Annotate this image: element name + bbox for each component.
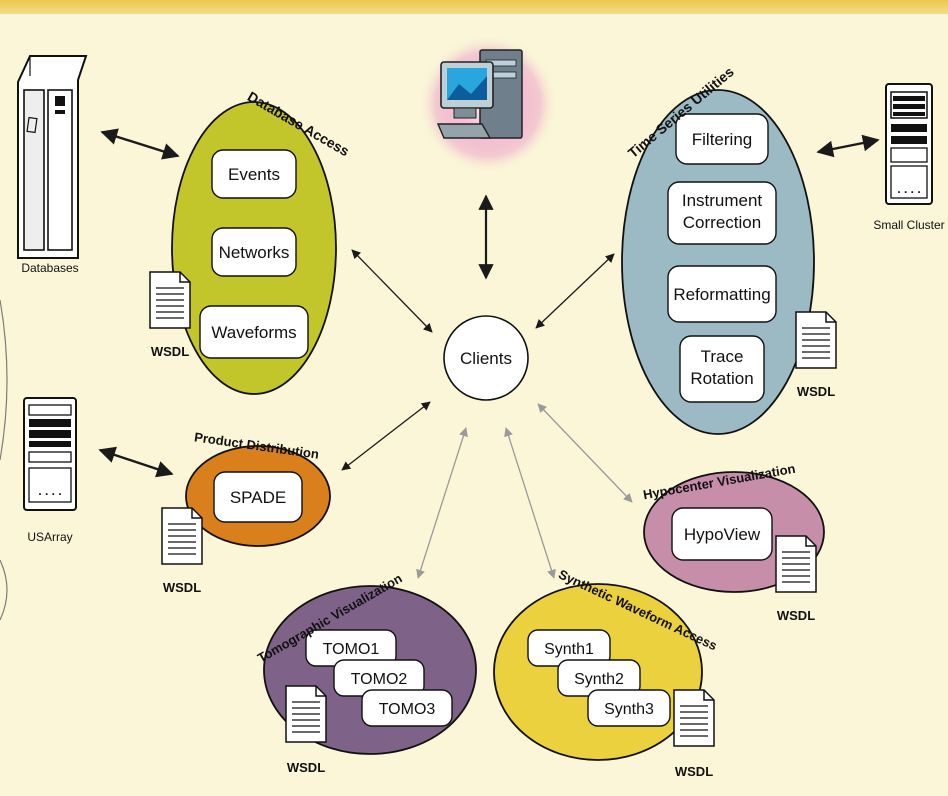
item-box <box>211 149 297 199</box>
item-filtering: Filtering <box>692 130 752 149</box>
item-events: Events <box>228 165 280 184</box>
wsdl-label: WSDL <box>163 580 201 595</box>
wsdl-label: WSDL <box>797 384 835 399</box>
database-access-group <box>171 101 337 395</box>
item-waveforms: Waveforms <box>211 323 296 342</box>
item-box <box>667 181 777 245</box>
svg-text:. . . .: . . . . <box>38 484 61 498</box>
computer-icon <box>418 34 558 174</box>
synthetic-group <box>493 583 703 761</box>
time-series-ellipse <box>621 89 815 435</box>
item-box <box>675 113 769 165</box>
item-hypoview: HypoView <box>684 525 761 544</box>
wsdl-document-icon <box>161 507 203 565</box>
item-box <box>587 689 671 727</box>
wsdl-label: WSDL <box>287 760 325 775</box>
item-synth1: Synth1 <box>544 641 594 658</box>
usarray-icon: . . . . <box>23 397 77 511</box>
product-distribution-group <box>185 445 331 547</box>
item-reformatting: Reformatting <box>673 285 770 304</box>
edge-curve <box>0 299 8 461</box>
item-box <box>671 507 773 561</box>
wsdl-label: WSDL <box>151 344 189 359</box>
arrow-usarray <box>98 446 174 478</box>
small-cluster-icon: . . . . <box>885 83 933 205</box>
clients-node <box>443 315 529 401</box>
arrow-databases <box>100 128 180 160</box>
item-tomo1: TOMO1 <box>323 641 380 658</box>
top-band <box>0 0 948 14</box>
svg-text:. . . .: . . . . <box>897 182 920 196</box>
arrow-small-cluster <box>816 134 880 158</box>
wsdl-label: WSDL <box>777 608 815 623</box>
item-box <box>361 689 453 727</box>
wsdl-label: WSDL <box>675 764 713 779</box>
wsdl-document-icon <box>673 689 715 747</box>
item-tomo3: TOMO3 <box>379 701 436 718</box>
item-box <box>213 471 303 523</box>
wsdl-document-icon <box>149 271 191 329</box>
item-box <box>667 265 777 323</box>
wsdl-document-icon <box>285 685 327 743</box>
item-networks: Networks <box>219 243 290 262</box>
arrow-product-distribution <box>341 401 431 471</box>
arrow-synthetic <box>504 427 556 579</box>
item-box <box>199 305 309 359</box>
item-box <box>211 227 297 277</box>
usarray-label: USArray <box>27 530 72 544</box>
item-synth3: Synth3 <box>604 701 654 718</box>
arrow-time-series <box>535 253 615 329</box>
time-series-group <box>621 89 815 435</box>
item-synth2: Synth2 <box>574 671 624 688</box>
item-spade: SPADE <box>230 488 286 507</box>
arrow-hypocenter <box>537 403 633 503</box>
arrow-database-access <box>351 249 433 333</box>
wsdl-document-icon <box>775 535 817 593</box>
edge-curve <box>0 559 8 621</box>
databases-label: Databases <box>21 261 78 275</box>
arrow-tomographic <box>416 427 468 579</box>
item-box <box>679 335 765 403</box>
connectors <box>98 128 880 579</box>
database-server-icon <box>17 55 88 259</box>
small-cluster-label: Small Cluster <box>873 218 944 232</box>
item-tomo2: TOMO2 <box>351 671 408 688</box>
clients-label: Clients <box>460 349 512 368</box>
wsdl-document-icon <box>795 311 837 369</box>
